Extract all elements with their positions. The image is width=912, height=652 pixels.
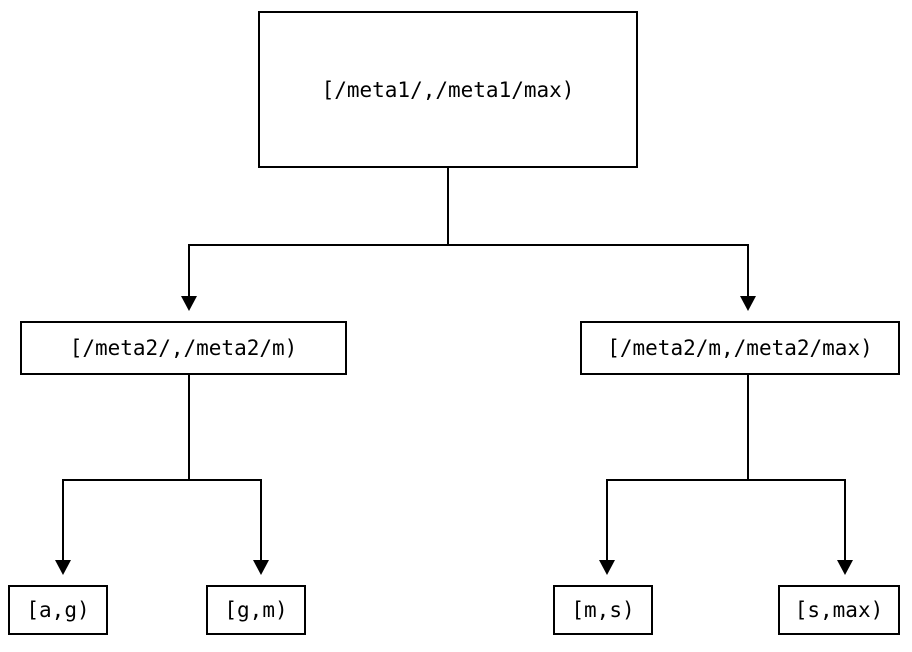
arrowhead-icon (740, 296, 756, 311)
arrowhead-icon (837, 560, 853, 575)
edge-path (748, 479, 846, 561)
edge-mid-left-to-leaf-2 (189, 479, 269, 575)
edge-path (188, 168, 449, 297)
edge-root-to-mid-left (181, 168, 449, 311)
arrowhead-icon (181, 296, 197, 311)
tree-node-leaf-1[interactable]: [a,g) (8, 585, 108, 635)
arrowhead-icon (253, 560, 269, 575)
arrowhead-icon (599, 560, 615, 575)
edge-path (448, 244, 749, 297)
edge-mid-left-to-leaf-1 (55, 375, 190, 575)
edge-path (189, 479, 262, 561)
tree-node-leaf-3-label: [m,s) (571, 598, 635, 622)
tree-node-root-label: [/meta1/,/meta1/max) (321, 77, 575, 102)
edge-path (62, 375, 190, 561)
tree-node-leaf-4-label: [s,max) (794, 598, 884, 622)
tree-node-mid-left[interactable]: [/meta2/,/meta2/m) (20, 321, 347, 375)
tree-node-leaf-4[interactable]: [s,max) (778, 585, 900, 635)
edge-mid-right-to-leaf-3 (599, 375, 749, 575)
edge-path (606, 375, 749, 561)
tree-node-leaf-2-label: [g,m) (224, 598, 288, 622)
edge-root-to-mid-right (448, 244, 756, 311)
tree-node-mid-right[interactable]: [/meta2/m,/meta2/max) (580, 321, 900, 375)
arrowhead-icon (55, 560, 71, 575)
tree-node-leaf-3[interactable]: [m,s) (553, 585, 653, 635)
tree-node-mid-right-label: [/meta2/m,/meta2/max) (607, 336, 873, 360)
tree-node-leaf-2[interactable]: [g,m) (206, 585, 306, 635)
tree-node-mid-left-label: [/meta2/,/meta2/m) (69, 336, 298, 360)
tree-node-leaf-1-label: [a,g) (26, 598, 90, 622)
edge-mid-right-to-leaf-4 (748, 479, 853, 575)
tree-node-root[interactable]: [/meta1/,/meta1/max) (258, 11, 638, 168)
